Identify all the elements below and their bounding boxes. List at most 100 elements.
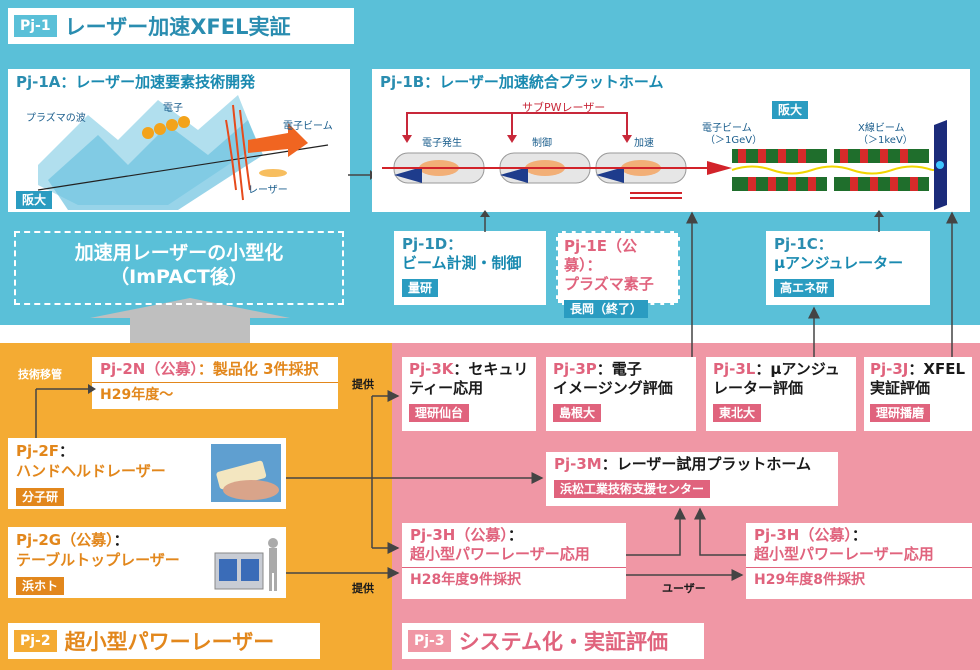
- miniaturization-title: 加速用レーザーの小型化: [74, 242, 284, 264]
- pj3p-line1: Pj-3P：電子: [553, 360, 689, 379]
- pj1b-title: Pj-1B：レーザー加速統合プラットホーム: [380, 73, 664, 92]
- pj3-tag: Pj-3: [408, 630, 451, 652]
- pj1e-title-line: プラズマ素子: [564, 275, 672, 294]
- pj3p-t1: ：電子: [596, 360, 642, 378]
- pj2f-badge: 分子研: [16, 488, 65, 506]
- pj1e-badge: 長岡（終了）: [564, 300, 649, 318]
- pj3h-h28-sub: H28年度9件採択: [410, 572, 521, 588]
- pj3k-t1: ：セキュリ: [453, 360, 529, 378]
- miniaturization-subtitle: （ImPACT後）: [110, 266, 248, 288]
- laser-label: レーザー: [248, 185, 288, 196]
- acceleration-label: 加速: [634, 138, 654, 149]
- pj3m-tag: Pj-3M: [554, 455, 602, 473]
- pj3-title: Pj-3 システム化・実証評価: [402, 623, 704, 659]
- pj3k-line2: ティー応用: [409, 379, 529, 398]
- pj1a-tag: Pj-1A: [16, 73, 61, 91]
- pj3l-t2: レーター評価: [713, 379, 804, 397]
- pj3k-box: Pj-3K：セキュリ ティー応用 理研仙台: [402, 357, 536, 431]
- pj2g-badge: 浜ホト: [16, 577, 65, 595]
- pj3m-badge: 浜松工業技術支援センター: [554, 480, 711, 498]
- pj1c-box: Pj-1C： μアンジュレーター 高エネ研: [766, 231, 930, 305]
- pj3l-box: Pj-3L：μアンジュ レーター評価 東北大: [706, 357, 856, 431]
- pj1c-badge: 高エネ研: [774, 279, 835, 297]
- pj2-tag: Pj-2: [14, 630, 57, 652]
- tech-transfer-arrow: [35, 384, 96, 439]
- handheld-laser-photo: [211, 444, 281, 502]
- pj3j-t2: 実証評価: [870, 379, 931, 397]
- pj1a-badge: 阪大: [16, 191, 53, 209]
- pj2g-title-line2: テーブルトップレーザー: [16, 551, 180, 569]
- pj3p-t2: イメージング評価: [553, 379, 673, 397]
- pj3k-t2: ティー応用: [409, 379, 484, 397]
- pj3l-tag: Pj-3L: [713, 360, 756, 378]
- pj3k-line1: Pj-3K：セキュリ: [409, 360, 529, 379]
- pj1d-tag: Pj-1D：: [402, 235, 463, 253]
- miniaturization-dashed-box: 加速用レーザーの小型化 （ImPACT後）: [14, 231, 344, 305]
- pj2-title-text: 超小型パワーレーザー: [64, 630, 275, 654]
- user-label: ユーザー: [662, 582, 706, 595]
- pj3h-h28-line2: 超小型パワーレーザー応用: [410, 545, 590, 563]
- pj1e-box: Pj-1E（公募）： プラズマ素子 長岡（終了）: [556, 231, 680, 318]
- pj2g-box: Pj-2G（公募）： テーブルトップレーザー 浜ホト: [8, 527, 286, 598]
- pj1e-tag: Pj-1E（公募）：: [564, 237, 638, 274]
- pj2f-title-line1: Pj-2F：: [16, 442, 74, 461]
- electron-beam-label: 電子ビーム: [283, 121, 333, 132]
- pj3h-h29-sub: H29年度8件採択: [754, 572, 865, 588]
- pj3l-line1: Pj-3L：μアンジュ: [713, 360, 849, 379]
- pj3p-box: Pj-3P：電子 イメージング評価 島根大: [546, 357, 696, 431]
- pj1a-title: Pj-1A：レーザー加速要素技術開発: [16, 73, 255, 92]
- pj2g-tag: Pj-2G（公募）: [16, 531, 114, 549]
- pj1d-box: Pj-1D： ビーム計測・制御 量研: [394, 231, 546, 305]
- pj1-tag: Pj-1: [14, 15, 57, 37]
- pj3h-h28-t1: ：: [507, 526, 523, 544]
- tech-transfer-label: 技術移管: [18, 368, 62, 381]
- pj3l-line2: レーター評価: [713, 379, 849, 398]
- pj2n-title: Pj-2N（公募）：製品化 3件採択: [100, 360, 330, 379]
- pj1b-tag: Pj-1B: [380, 73, 425, 91]
- pj1a-title-text: ：レーザー加速要素技術開発: [60, 73, 256, 91]
- pj3l-t1: ：μアンジュ: [755, 360, 840, 378]
- ebeam-label: 電子ビーム: [702, 123, 752, 134]
- pj1d-title-line: ビーム計測・制御: [402, 254, 538, 273]
- pj1c-tag-line: Pj-1C：: [774, 235, 922, 254]
- tabletop-laser-photo: [214, 538, 278, 591]
- pj2n-title-text: ：製品化 3件採択: [197, 360, 319, 378]
- pj3l-badge: 東北大: [713, 404, 762, 422]
- pj3j-box: Pj-3J：XFEL 実証評価 理研播磨: [864, 357, 972, 431]
- pj3m-line1: Pj-3M：レーザー試用プラットホーム: [554, 455, 830, 474]
- pj1b-title-text: ：レーザー加速統合プラットホーム: [424, 73, 664, 91]
- pj3j-badge: 理研播磨: [870, 404, 931, 422]
- pj3h-h29-tag: Pj-3H（公募）: [754, 526, 852, 544]
- control-label: 制御: [532, 138, 552, 149]
- pj3h-h29-line2: 超小型パワーレーザー応用: [754, 545, 934, 563]
- electron-generation-label: 電子発生: [422, 138, 462, 149]
- pj3j-line2: 実証評価: [870, 379, 966, 398]
- pj1d-tag-line: Pj-1D：: [402, 235, 538, 254]
- pj1b-box: Pj-1B：レーザー加速統合プラットホーム 阪大: [372, 69, 970, 212]
- pj3h-h29-t1: ：: [851, 526, 867, 544]
- pj1d-title: ビーム計測・制御: [402, 254, 522, 272]
- pj3h-h29-box: Pj-3H（公募）： 超小型パワーレーザー応用 H29年度8件採択: [746, 523, 972, 599]
- arrow-1d-to-1b: [480, 210, 490, 232]
- pj2n-sub: H29年度～: [100, 387, 174, 403]
- pj2f-title1: ：: [59, 442, 75, 460]
- provide-label-top: 提供: [352, 378, 374, 391]
- pj3k-tag: Pj-3K: [409, 360, 454, 378]
- arrow-1c-to-1b: [874, 210, 884, 232]
- pj1e-tag-line: Pj-1E（公募）：: [564, 237, 672, 275]
- pj1c-tag: Pj-1C：: [774, 235, 833, 253]
- up-arrow-gray: [90, 298, 290, 343]
- pj1-title-text: レーザー加速XFEL実証: [64, 15, 291, 39]
- pj1a-box: Pj-1A：レーザー加速要素技術開発 プラズマの波 電子 電子ビーム レーザー …: [8, 69, 350, 212]
- pj1e-title: プラズマ素子: [564, 275, 654, 293]
- pj3h-h28-line1: Pj-3H（公募）：: [410, 526, 618, 545]
- sub-pw-laser-label: サブPWレーザー: [522, 101, 606, 114]
- pj1b-badge: 阪大: [772, 101, 809, 119]
- pj2f-title-line2: ハンドヘルドレーザー: [16, 462, 166, 480]
- pj2g-title-line1: Pj-2G（公募）：: [16, 531, 129, 550]
- pj2n-tag: Pj-2N（公募）: [100, 360, 198, 378]
- xray-energy-label: （＞1keV）: [858, 135, 913, 146]
- pj2f-box: Pj-2F： ハンドヘルドレーザー 分子研: [8, 438, 286, 509]
- pj3j-tag: Pj-3J: [870, 360, 909, 378]
- pj3h-h28-tag: Pj-3H（公募）: [410, 526, 508, 544]
